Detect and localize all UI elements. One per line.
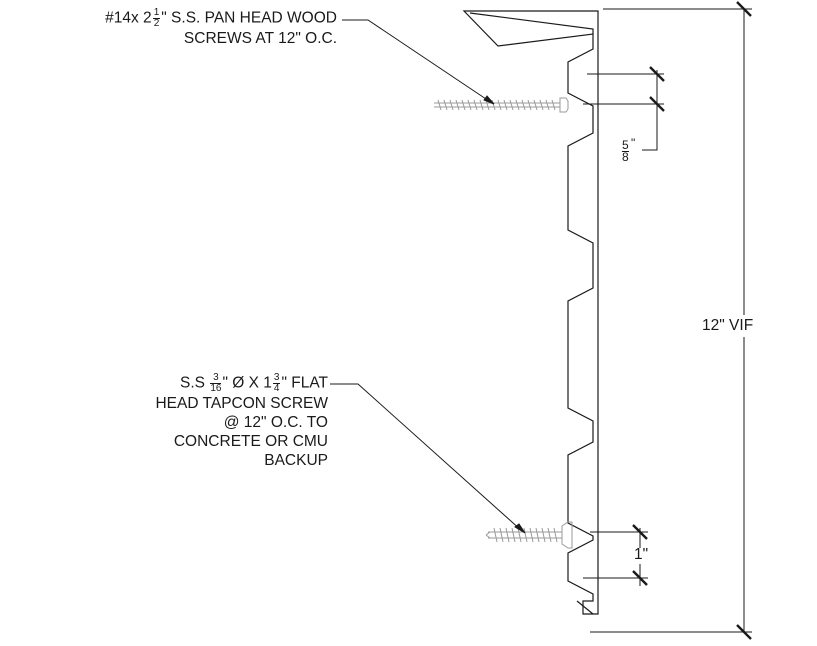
tapcon-leader	[330, 383, 523, 532]
bottom-offset-dimension-label: 1"	[634, 546, 649, 563]
tapcon-note-line2: HEAD TAPCON SCREW	[155, 395, 328, 412]
top-offset-dimension-label: 5 8	[622, 138, 629, 164]
panel-return-lip	[576, 600, 594, 615]
tapcon-screw-icon	[485, 521, 573, 549]
top-offset-unit: "	[631, 136, 636, 150]
wood-screw-icon	[434, 97, 569, 113]
overall-dimension-label: 12" VIF	[702, 315, 754, 337]
wood-screw-leader-arrow	[483, 95, 495, 105]
panel-profile-inner	[469, 12, 594, 34]
dim-tick	[736, 1, 752, 17]
tapcon-note-line4: CONCRETE OR CMU	[173, 433, 328, 450]
dim-tick	[736, 624, 752, 640]
tapcon-leader-arrow	[514, 523, 526, 534]
wood-screw-leader	[342, 19, 493, 104]
tapcon-note-line5: BACKUP	[264, 452, 328, 469]
tapcon-note-line3: @ 12" O.C. TO	[223, 414, 328, 431]
dim-tick	[632, 524, 648, 540]
wood-screw-note-line2: SCREWS AT 12" O.C.	[183, 30, 337, 47]
dim-tick	[649, 66, 665, 82]
dim-tick	[649, 96, 665, 112]
dim-tick	[632, 570, 648, 586]
panel-profile-outer	[462, 10, 599, 615]
top-offset-dim-line	[642, 70, 658, 151]
